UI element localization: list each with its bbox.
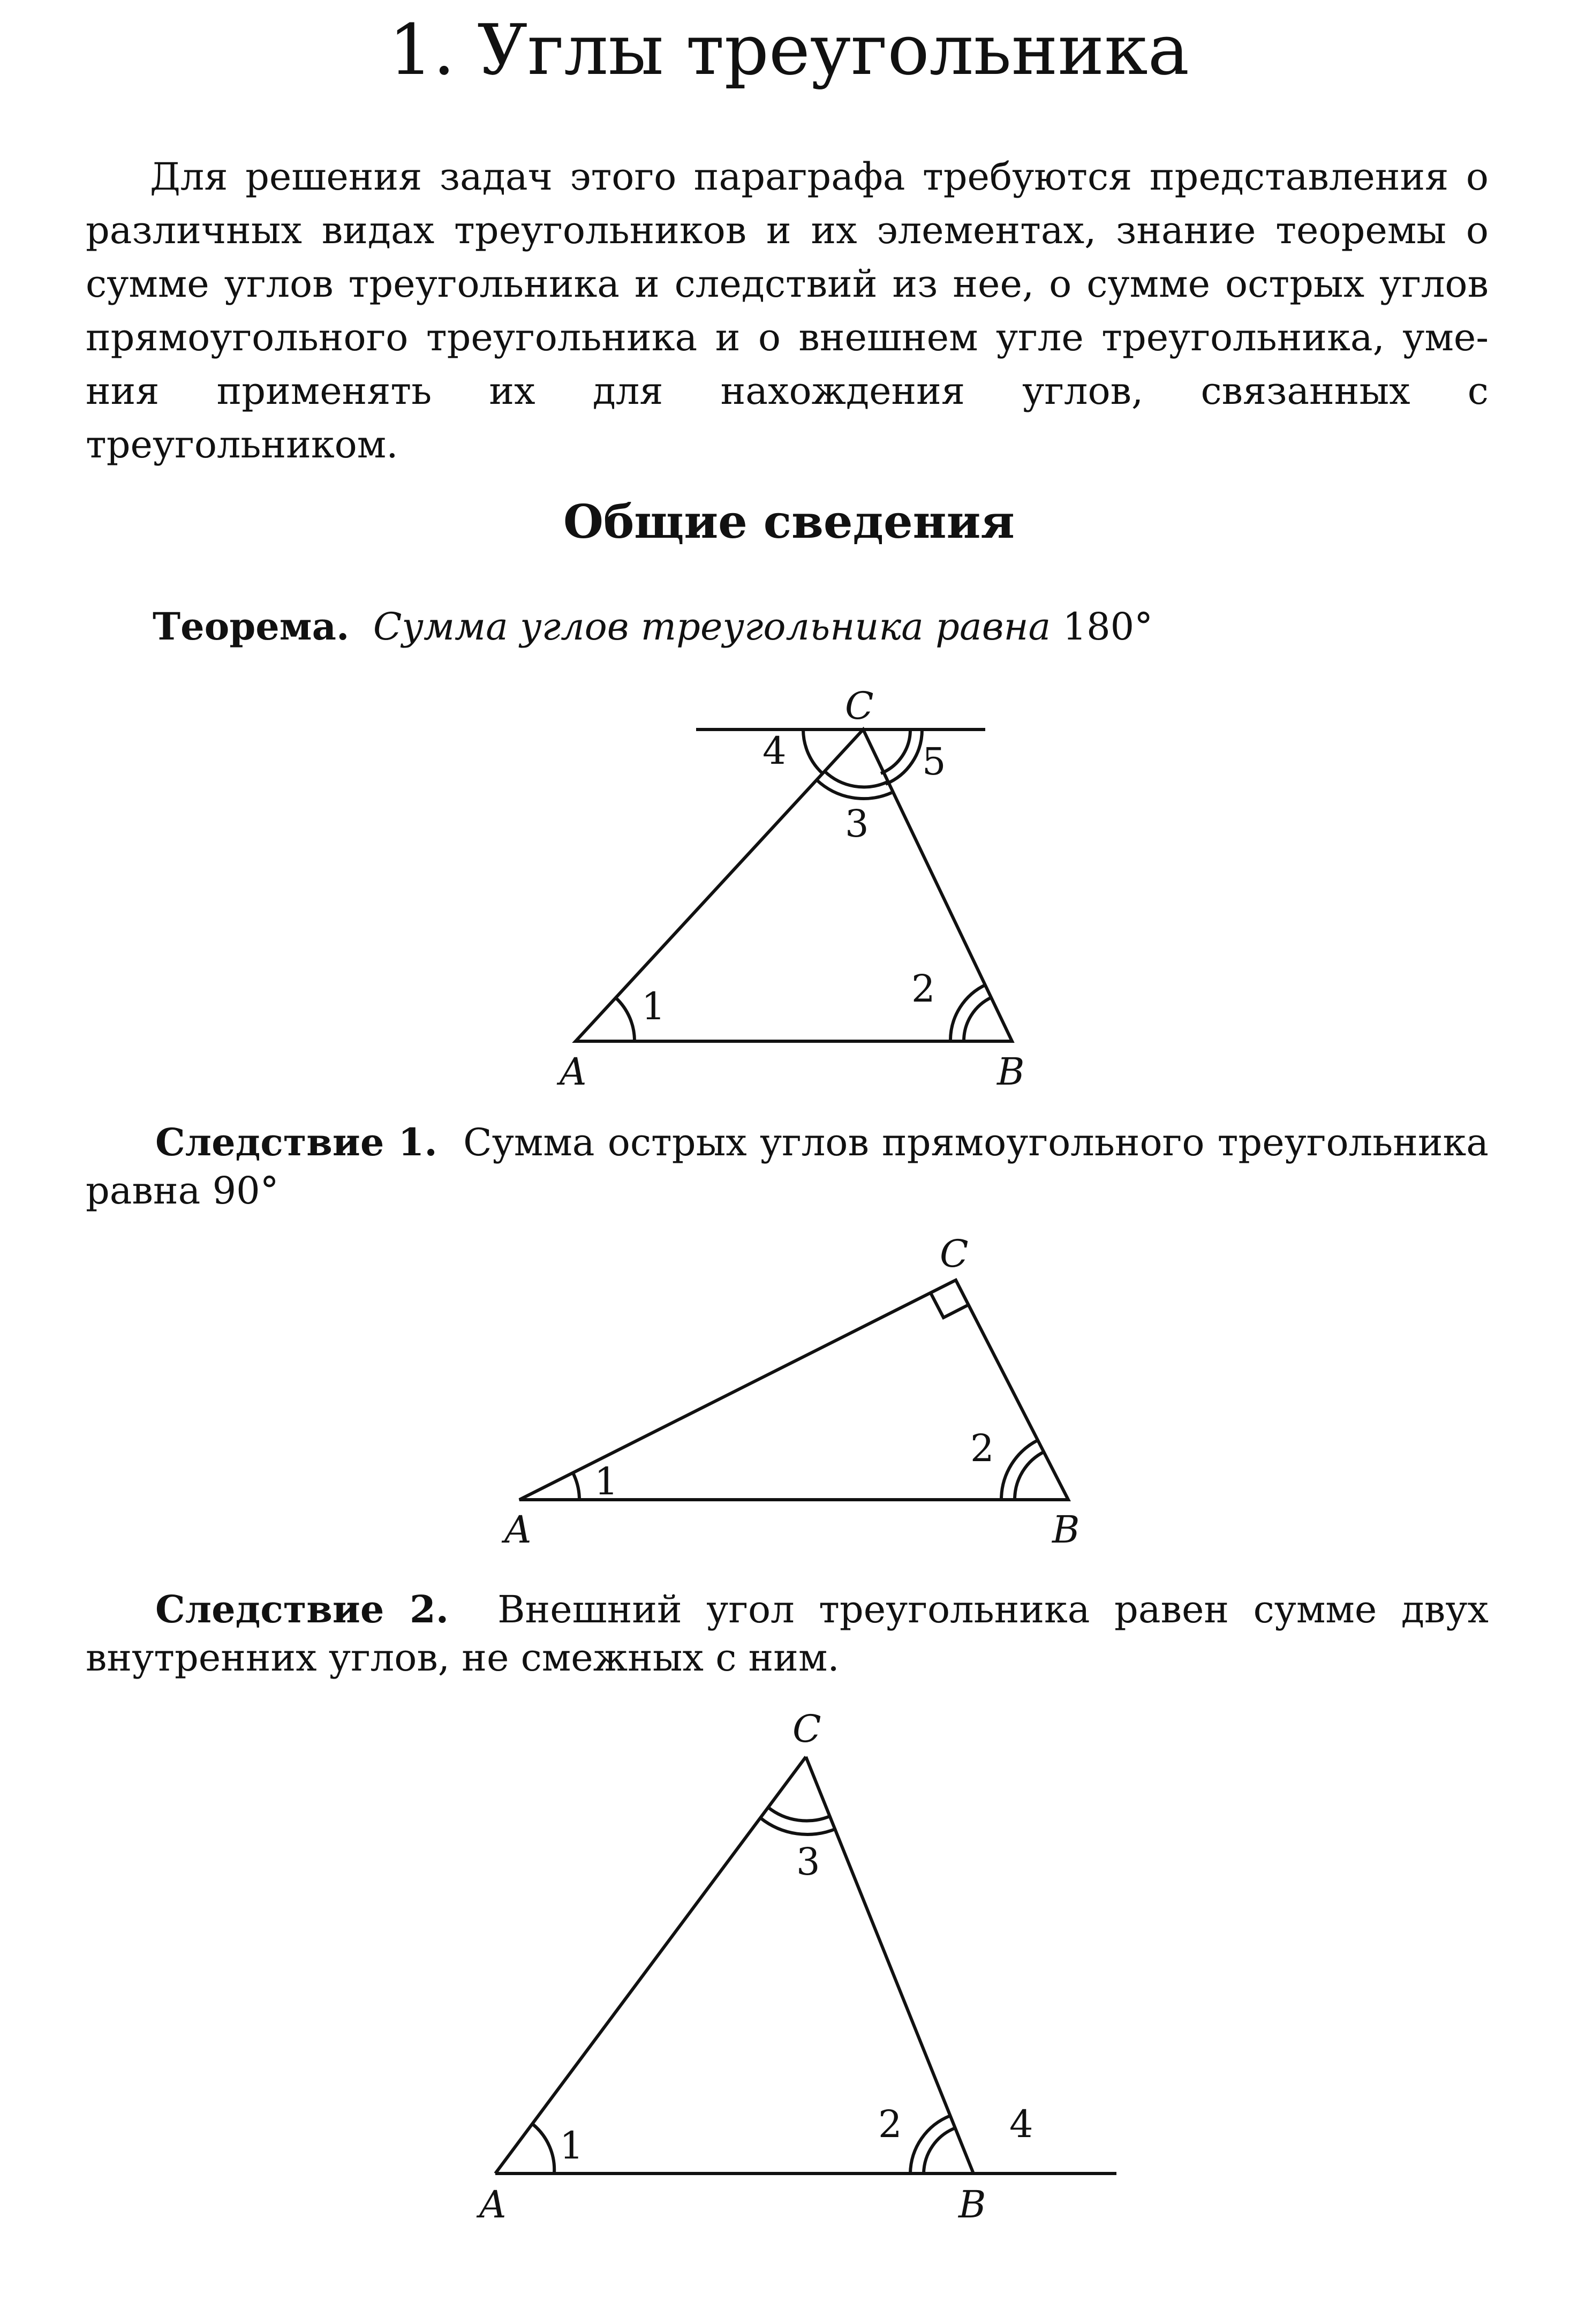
fig2-angle-2-label: 2 [970,1426,994,1470]
fig2-triangle [518,1277,1071,1501]
fig3-side-ac [494,1756,807,2175]
corollary-1-text: Сумма острых углов прямоугольного треуго… [86,1120,1489,1213]
fig3-angle-2-arc-outer [909,2114,952,2174]
fig1-angle-2-arc-outer [948,983,987,1042]
section-title: Общие сведения [563,495,1015,549]
fig3-angle-3-arc-inner [767,1806,832,1823]
corollary-2-label: Следствие 2. [155,1587,449,1631]
corollary-1-paragraph: Следствие 1. Сумма острых углов прямоуго… [86,1118,1489,1215]
fig1-vertex-c: C [845,684,874,728]
theorem-value: 180° [1062,605,1153,649]
theorem-paragraph: Теорема. Сумма углов треугольника равна … [86,603,1489,651]
fig2-angle-1-arc [571,1472,581,1500]
fig1-vertex-b: B [996,1050,1024,1094]
fig2-angle-2-arc-outer [1000,1438,1040,1500]
intro-text: Для решения задач этого параграфа требую… [86,155,1489,467]
fig1-angle-5-label: 5 [922,740,946,784]
fig1-angle-3-arc-inner [823,770,888,789]
fig1-angle-1-arc [614,996,637,1042]
fig1-triangle [572,726,1015,1043]
theorem-text: Сумма углов треугольника равна [373,605,1051,649]
fig1-angle-5-arc-outer [885,729,924,786]
fig3-angle-2-label: 2 [878,2102,902,2146]
corollary-2-paragraph: Следствие 2. Внешний угол треугольника р… [86,1585,1489,1682]
fig2-angle-2-arc-inner [1013,1450,1046,1500]
fig3-angle-3-arc-outer [759,1816,837,1836]
fig2-vertex-c: C [940,1232,969,1276]
fig3-vertex-c: C [792,1707,821,1751]
fig1-vertex-a: A [556,1050,587,1094]
corollary-2-text: Внешний угол треугольника равен сумме дв… [86,1588,1489,1680]
intro-paragraph: Для решения задач этого параграфа требую… [86,150,1489,471]
fig2-angle-1-label: 1 [594,1460,618,1503]
fig1-angle-2-label: 2 [911,967,935,1011]
fig3-angle-1-arc [532,2123,556,2174]
fig1-angle-5-arc-inner [880,729,912,775]
fig2-vertex-b: B [1051,1508,1079,1552]
fig1-angle-3-label: 3 [845,802,869,846]
fig1-angle-4-label: 4 [762,729,787,773]
fig2-vertex-a: A [501,1508,532,1552]
fig3-angle-4-label: 4 [1009,2102,1033,2146]
fig1-angle-4-arc [802,729,824,775]
fig3-angle-1-label: 1 [560,2124,584,2168]
fig3-side-bc [804,1756,975,2175]
fig3-angle-3-label: 3 [796,1840,820,1884]
fig1-angle-3-arc-outer [815,778,893,801]
fig2-right-angle-mark [929,1292,970,1320]
fig3-angle-2-arc-inner [922,2126,956,2174]
corollary-1-label: Следствие 1. [155,1120,437,1164]
page-title: 1. Углы треугольника [388,9,1190,91]
fig3-vertex-b: B [957,2183,986,2227]
theorem-label: Теорема. [153,604,350,649]
fig1-angle-2-arc-inner [962,996,993,1042]
fig1-angle-1-label: 1 [641,984,666,1028]
fig3-vertex-a: A [476,2183,507,2227]
